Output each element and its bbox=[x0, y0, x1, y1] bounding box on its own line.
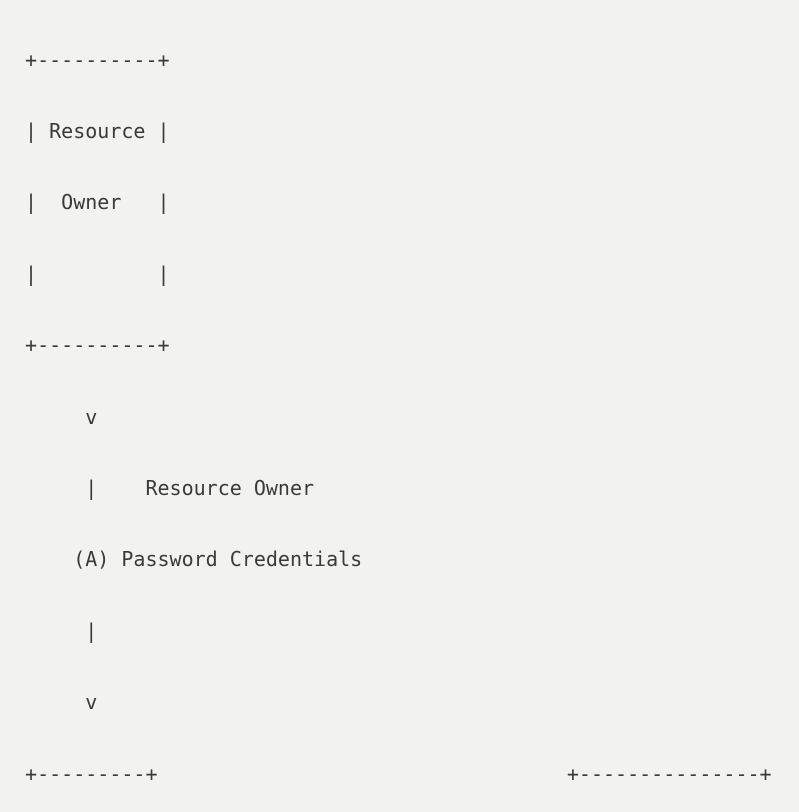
ascii-line: | | bbox=[13, 261, 170, 286]
ascii-line: v bbox=[13, 690, 98, 715]
ascii-line: +----------+ bbox=[13, 333, 170, 358]
ascii-line: (A) Password Credentials bbox=[13, 547, 363, 572]
ascii-line: | Owner | bbox=[13, 190, 170, 215]
ascii-line: v bbox=[13, 404, 98, 429]
ascii-line: | Resource Owner bbox=[13, 475, 315, 500]
ascii-line: +----------+ bbox=[13, 47, 170, 72]
ascii-line: | bbox=[13, 618, 98, 643]
ascii-line: +---------+ +---------------+ bbox=[13, 761, 772, 786]
ascii-line: | Resource | bbox=[13, 118, 170, 143]
